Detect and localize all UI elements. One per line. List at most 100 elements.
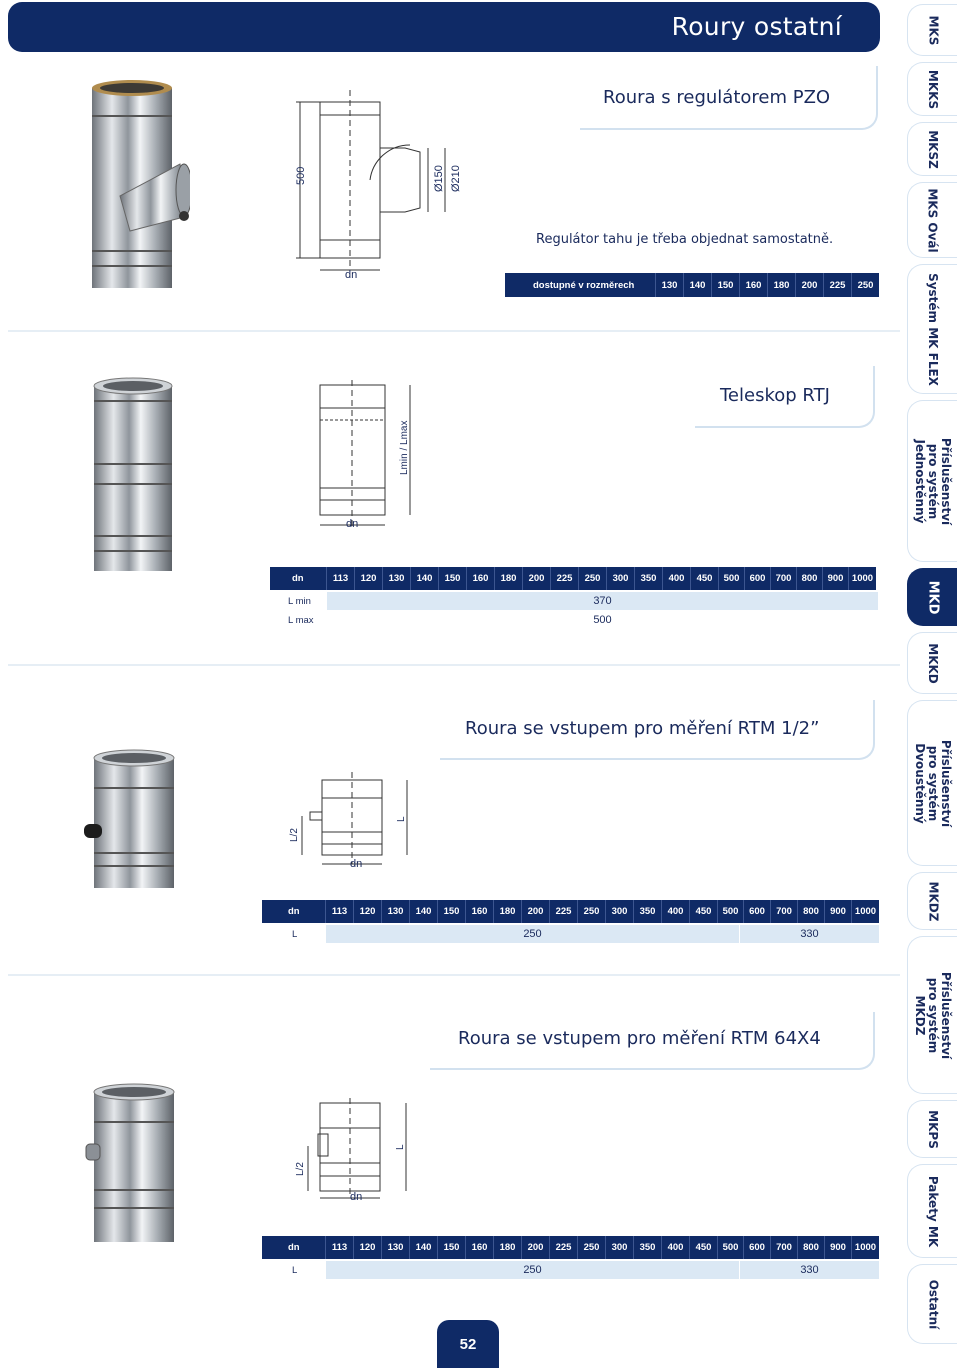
size-cell: 1000 xyxy=(851,1236,879,1259)
size-cell: 1000 xyxy=(848,567,876,590)
tab-label: Systém MK FLEX xyxy=(926,272,940,386)
size-cell: 113 xyxy=(325,1236,353,1259)
tab-label: MKS Ovál xyxy=(926,187,941,253)
tab-mkd[interactable]: MKD xyxy=(907,568,957,626)
size-cell: 150 xyxy=(711,273,739,297)
size-cell: 800 xyxy=(797,1236,824,1259)
pipe-rtm64-photo xyxy=(85,1083,175,1242)
table-header: dostupné v rozměrech xyxy=(505,273,655,297)
dim-half: L/2 xyxy=(295,1162,306,1176)
size-cell: 160 xyxy=(465,900,493,923)
size-cell: 140 xyxy=(410,567,438,590)
size-cell: 600 xyxy=(743,900,770,923)
tab-mks-oval[interactable]: MKS Ovál xyxy=(907,182,957,258)
table-rtm64-sizes: dn 113 120 130 140 150 160 180 200 225 2… xyxy=(262,1236,879,1259)
tab-label: Příslušenství pro systém Jednostěnný xyxy=(913,437,954,525)
row-value: 370 xyxy=(326,592,878,610)
size-cell: 113 xyxy=(325,900,353,923)
size-cell: 400 xyxy=(661,900,689,923)
size-cell: 900 xyxy=(824,900,851,923)
row-value: 250 xyxy=(325,925,739,943)
tab-mkks[interactable]: MKKS xyxy=(907,62,957,116)
pipe-rtm12-photo xyxy=(84,749,175,888)
dim-length: L xyxy=(395,1144,406,1150)
section-divider xyxy=(8,664,900,666)
tab-label: Příslušenství pro systém MKDZ xyxy=(913,971,954,1059)
size-cell: 113 xyxy=(326,567,354,590)
row-label: L min xyxy=(270,592,326,610)
tab-pakety-mk[interactable]: Pakety MK xyxy=(907,1164,957,1258)
tab-label: MKS xyxy=(925,15,940,45)
dim-length: Lmin / Lmax xyxy=(399,421,410,475)
tab-prislusenstvi-dvousteny[interactable]: Příslušenství pro systém Dvoustěnný xyxy=(907,700,957,866)
table-header: dn xyxy=(262,1236,325,1259)
size-cell: 200 xyxy=(795,273,823,297)
pipe-pzo-photo xyxy=(92,80,190,288)
row-label: L max xyxy=(270,611,326,629)
size-cell: 500 xyxy=(717,1236,743,1259)
tab-mksz[interactable]: MKSZ xyxy=(907,122,957,176)
page-number: 52 xyxy=(437,1320,499,1368)
dim-dn: dn xyxy=(346,518,358,530)
row-value: 330 xyxy=(739,925,879,943)
tab-mkps[interactable]: MKPS xyxy=(907,1100,957,1158)
tab-label: MKPS xyxy=(926,1109,940,1149)
table-row-l: L 250 330 xyxy=(262,925,879,943)
row-value: 250 xyxy=(325,1261,739,1279)
size-cell: 450 xyxy=(689,900,717,923)
size-cell: 120 xyxy=(353,900,381,923)
size-cell: 140 xyxy=(683,273,711,297)
tab-mk-flex[interactable]: Systém MK FLEX xyxy=(907,264,957,394)
size-cell: 225 xyxy=(549,1236,577,1259)
size-cell: 120 xyxy=(353,1236,381,1259)
size-cell: 130 xyxy=(382,567,410,590)
tab-label: MKSZ xyxy=(926,129,940,169)
title-decoration xyxy=(430,1012,875,1070)
size-cell: 200 xyxy=(521,900,549,923)
page-title: Roury ostatní xyxy=(671,12,842,41)
table-header: dn xyxy=(270,567,326,590)
pipe-rtj-drawing: dn Lmin / Lmax xyxy=(319,380,411,530)
size-cell: 350 xyxy=(633,900,661,923)
tab-label: Ostatní xyxy=(926,1279,941,1329)
size-cell: 700 xyxy=(770,900,797,923)
size-cell: 180 xyxy=(493,900,521,923)
size-cell: 180 xyxy=(767,273,795,297)
tab-mkkd[interactable]: MKKD xyxy=(907,632,957,694)
size-cell: 700 xyxy=(770,1236,797,1259)
pipe-pzo-drawing: 500 dn Ø150 Ø210 xyxy=(295,90,462,280)
size-cell: 300 xyxy=(606,567,634,590)
dim-height: 500 xyxy=(295,167,307,185)
section-title-rtm64: Roura se vstupem pro měření RTM 64X4 xyxy=(458,1028,821,1049)
size-cell: 450 xyxy=(689,1236,717,1259)
size-cell: 160 xyxy=(465,1236,493,1259)
size-cell: 130 xyxy=(381,1236,409,1259)
size-cell: 300 xyxy=(605,900,633,923)
tab-mks[interactable]: MKS xyxy=(907,4,957,56)
size-cell: 140 xyxy=(409,900,437,923)
title-decoration xyxy=(695,366,875,428)
section-title-rtj: Teleskop RTJ xyxy=(720,385,830,406)
table-header: dn xyxy=(262,900,325,923)
size-cell: 250 xyxy=(577,1236,605,1259)
size-cell: 800 xyxy=(796,567,822,590)
tab-ostatni[interactable]: Ostatní xyxy=(907,1264,957,1344)
size-cell: 500 xyxy=(717,900,743,923)
size-cell: 120 xyxy=(354,567,382,590)
tab-prislusenstvi-jednostenny[interactable]: Příslušenství pro systém Jednostěnný xyxy=(907,400,957,562)
size-cell: 900 xyxy=(824,1236,851,1259)
pipe-rtm12-drawing: dn L/2 L xyxy=(289,772,408,870)
tab-prislusenstvi-mkdz[interactable]: Příslušenství pro systém MKDZ xyxy=(907,936,957,1094)
dim-d1: Ø150 xyxy=(433,165,445,192)
order-note: Regulátor tahu je třeba objednat samosta… xyxy=(536,232,834,247)
tab-mkdz[interactable]: MKDZ xyxy=(907,872,957,930)
size-cell: 200 xyxy=(522,567,550,590)
header-bar: Roury ostatní xyxy=(8,2,880,52)
size-cell: 400 xyxy=(662,567,690,590)
dim-length: L xyxy=(396,816,407,822)
size-cell: 250 xyxy=(851,273,879,297)
tab-label: Příslušenství pro systém Dvoustěnný xyxy=(913,739,954,827)
size-cell: 130 xyxy=(381,900,409,923)
row-value: 500 xyxy=(326,611,878,629)
size-cell: 150 xyxy=(438,567,466,590)
